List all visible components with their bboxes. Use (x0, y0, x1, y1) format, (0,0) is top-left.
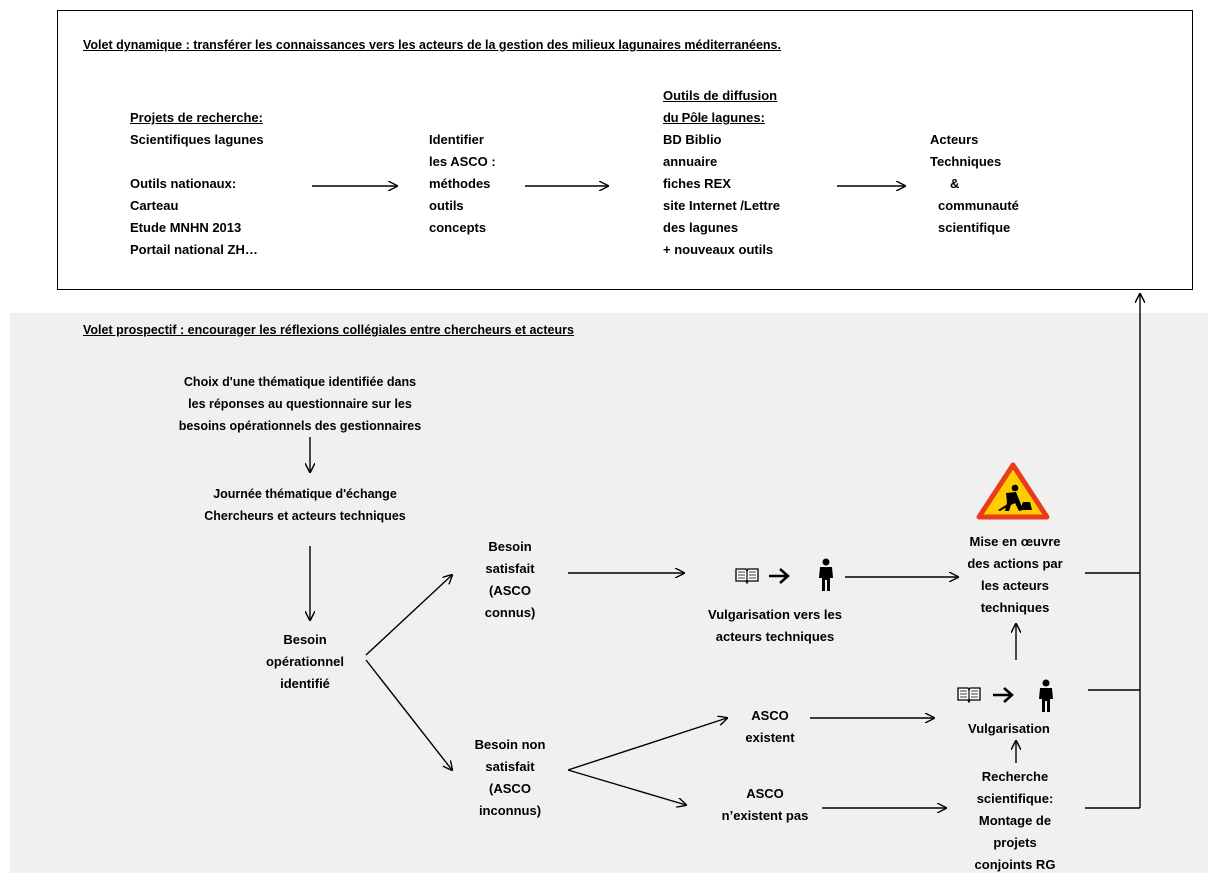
implementation-line: les acteurs (981, 578, 1049, 593)
pole-name: du Pôle (663, 110, 708, 125)
identify-line: les ASCO : (429, 154, 496, 169)
actors-column: Acteurs Techniques & communauté scientif… (930, 129, 1030, 239)
identify-line: Identifier (429, 132, 484, 147)
asco-exist-line: ASCO (751, 708, 789, 723)
identified-need-line: Besoin (283, 632, 327, 647)
satisfied-need-line: satisfait (485, 561, 535, 576)
diffusion-header: Outils de diffusion (663, 88, 778, 103)
unsatisfied-need-line: Besoin non (474, 737, 546, 752)
person-icon (1039, 679, 1053, 712)
satisfied-need-box: Besoin satisfait (ASCO connus) (460, 536, 560, 624)
dynamic-title: Volet dynamique : transférer les connais… (83, 38, 781, 52)
research-projects-header: Projets de recherche: (130, 110, 263, 125)
implementation-line: techniques (980, 600, 1050, 615)
identified-need-line: identifié (280, 676, 330, 691)
arrow-right-icon (993, 687, 1014, 703)
person-icon (819, 558, 833, 591)
implementation-box: Mise en œuvre des actions par les acteur… (945, 531, 1085, 619)
scientific-research-line: Montage de (978, 813, 1052, 828)
satisfied-need-line: (ASCO (489, 583, 531, 598)
scientific-research-box: Recherche scientifique: Montage de proje… (950, 766, 1080, 876)
asco-exist-box: ASCO existent (720, 705, 820, 749)
implementation-line: Mise en œuvre (969, 534, 1061, 549)
actors-line: & (950, 176, 960, 191)
asco-exist-line: existent (745, 730, 795, 745)
unsatisfied-need-box: Besoin non satisfait (ASCO inconnus) (455, 734, 565, 822)
unsatisfied-need-line: satisfait (485, 759, 535, 774)
research-item: Scientifiques lagunes (130, 132, 264, 147)
diffusion-header-2: du Pôle lagunes: (663, 107, 780, 129)
vulgarization-actors-line: acteurs techniques (715, 629, 835, 644)
scientific-research-line: scientifique: (976, 791, 1054, 806)
vulgarization-actors-line: Vulgarisation vers les (708, 607, 842, 622)
diffusion-tools-column: Outils de diffusion du Pôle lagunes: BD … (663, 85, 780, 261)
theme-choice-line: besoins opérationnels des gestionnaires (178, 419, 422, 433)
thematic-day-line: Chercheurs et acteurs techniques (204, 509, 406, 523)
actors-line: Techniques (930, 154, 1002, 169)
identify-line: concepts (429, 220, 487, 235)
identify-line: outils (429, 198, 464, 213)
diffusion-item: des lagunes (663, 220, 739, 235)
scientific-research-line: projets (993, 835, 1037, 850)
actors-line: communauté (938, 198, 1019, 213)
national-tool-item: Carteau (130, 198, 179, 213)
theme-choice-line: Choix d'une thématique identifiée dans (183, 375, 417, 389)
theme-choice-line: les réponses au questionnaire sur les (188, 397, 412, 411)
national-tools-header: Outils nationaux: (130, 176, 237, 191)
identify-line: méthodes (429, 176, 491, 191)
unsatisfied-need-line: inconnus) (478, 803, 542, 818)
open-book-icon (957, 687, 981, 703)
national-tool-item: Etude MNHN 2013 (130, 220, 242, 235)
identified-need-box: Besoin opérationnel identifié (250, 629, 360, 695)
arrow-right-icon (769, 568, 790, 584)
scientific-research-line: Recherche (981, 769, 1049, 784)
implementation-line: des actions par (967, 556, 1063, 571)
thematic-day-line: Journée thématique d'échange (213, 487, 397, 501)
national-tool-item: Portail national ZH… (130, 242, 258, 257)
diffusion-item: annuaire (663, 154, 718, 169)
unsatisfied-need-line: (ASCO (489, 781, 531, 796)
diffusion-item: + nouveaux outils (663, 242, 774, 257)
roadworks-warning-icon (976, 462, 1050, 520)
diffusion-item: fiches REX (663, 176, 731, 191)
vulgarization-label: Vulgarisation (968, 721, 1050, 736)
scientific-research-line: conjoints RG (974, 857, 1056, 872)
satisfied-need-line: connus) (484, 605, 536, 620)
diffusion-item: BD Biblio (663, 132, 722, 147)
research-projects-column: Projets de recherche: Scientifiques lagu… (130, 107, 264, 261)
theme-choice-box: Choix d'une thématique identifiée dans l… (140, 371, 460, 437)
identify-asco-column: Identifier les ASCO : méthodes outils co… (429, 129, 496, 239)
prospective-title: Volet prospectif : encourager les réflex… (83, 323, 574, 337)
asco-not-exist-box: ASCO n’existent pas (705, 783, 825, 827)
thematic-day-box: Journée thématique d'échange Chercheurs … (150, 483, 460, 527)
open-book-icon (735, 568, 759, 584)
diffusion-item: site Internet /Lettre (663, 198, 781, 213)
vulgarization-actors-box: Vulgarisation vers les acteurs technique… (680, 604, 870, 648)
actors-line: Acteurs (930, 132, 979, 147)
prospective-panel (10, 313, 1208, 873)
satisfied-need-line: Besoin (488, 539, 532, 554)
lagunes-label: lagunes: (707, 110, 765, 125)
asco-not-exist-line: ASCO (746, 786, 784, 801)
dynamic-panel (57, 10, 1193, 290)
identified-need-line: opérationnel (265, 654, 344, 669)
actors-line: scientifique (938, 220, 1011, 235)
asco-not-exist-line: n’existent pas (721, 808, 809, 823)
